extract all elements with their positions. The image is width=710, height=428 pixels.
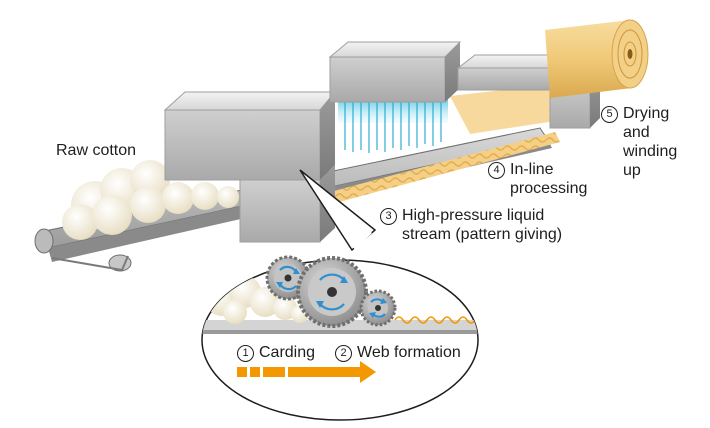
- gear-icon: [359, 289, 397, 327]
- drying-line4: up: [623, 162, 641, 179]
- high-pressure-line2: stream (pattern giving): [402, 226, 563, 243]
- jet-machine: [328, 41, 462, 153]
- carding-text: Carding: [259, 344, 316, 361]
- carding-label: 1 Carding: [237, 343, 315, 362]
- drying-line3: winding: [623, 143, 678, 160]
- fabric-roll-icon: [545, 19, 649, 98]
- web-formation-label: 2 Web formation: [335, 343, 461, 362]
- high-pressure-label: 3 High-pressure liquid stream (pattern gi…: [380, 206, 562, 244]
- raw-cotton-label: Raw cotton: [56, 142, 137, 159]
- drying-line1: Drying: [623, 105, 670, 122]
- step-number: 2: [335, 345, 352, 362]
- step-number: 4: [488, 162, 505, 179]
- inline-processing-line2: processing: [510, 180, 588, 197]
- inline-processing-label: 4 In-line processing: [488, 160, 587, 198]
- carding-machine: [163, 91, 337, 243]
- process-arrow-icon: [237, 361, 376, 383]
- carding-detail-bubble: [201, 169, 479, 421]
- inline-processing-line1: In-line: [510, 161, 554, 178]
- fabric-web: [300, 132, 560, 210]
- web-formation-text: Web formation: [357, 344, 461, 361]
- step-number: 3: [380, 208, 397, 225]
- drying-winding-label: 5 Drying and winding up: [601, 104, 677, 180]
- step-number: 5: [601, 106, 618, 123]
- step-number: 1: [237, 345, 254, 362]
- cotton-cloud-icon: [62, 160, 239, 240]
- drying-line2: and: [623, 124, 650, 141]
- high-pressure-line1: High-pressure liquid: [402, 207, 545, 224]
- gear-icon: [296, 256, 368, 328]
